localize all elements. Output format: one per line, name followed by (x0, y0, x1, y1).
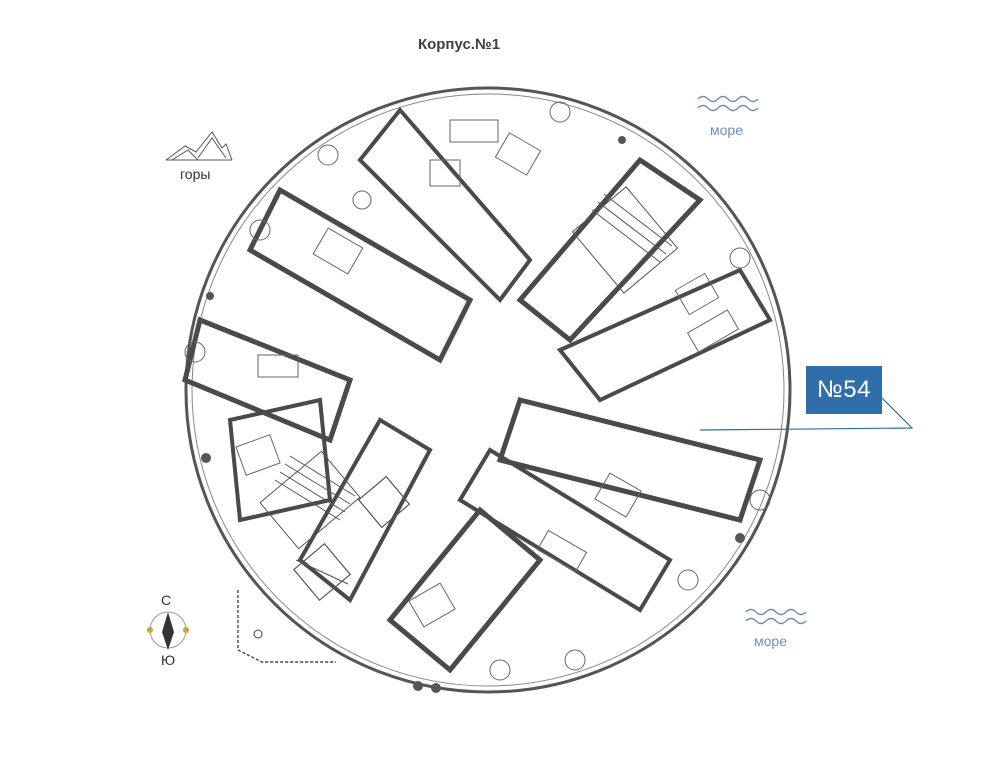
wing-north (246, 106, 533, 364)
sea-label-bottom: море (754, 633, 787, 649)
furniture (184, 101, 771, 681)
plant-icon (201, 136, 745, 693)
wing-south (297, 417, 544, 674)
mountains-icon (165, 131, 233, 161)
waves-icon (745, 608, 807, 625)
building-title: Корпус.№1 (417, 36, 501, 53)
wing-west (182, 316, 354, 523)
apartment-pointer (699, 397, 914, 431)
building-outline (184, 86, 792, 694)
wing-south-east (457, 397, 764, 613)
sea-label-top: море (710, 122, 743, 138)
wing-east (516, 156, 773, 403)
elevator (292, 475, 411, 602)
staircase (259, 186, 679, 550)
mountains-label: горы (180, 166, 211, 182)
compass-north-label: С (161, 592, 172, 608)
compass-icon (147, 611, 189, 650)
waves-icon (697, 95, 759, 112)
entrance-path (237, 590, 336, 663)
compass-south-label: Ю (161, 652, 176, 668)
apartment-number-badge[interactable]: №54 (806, 366, 882, 414)
